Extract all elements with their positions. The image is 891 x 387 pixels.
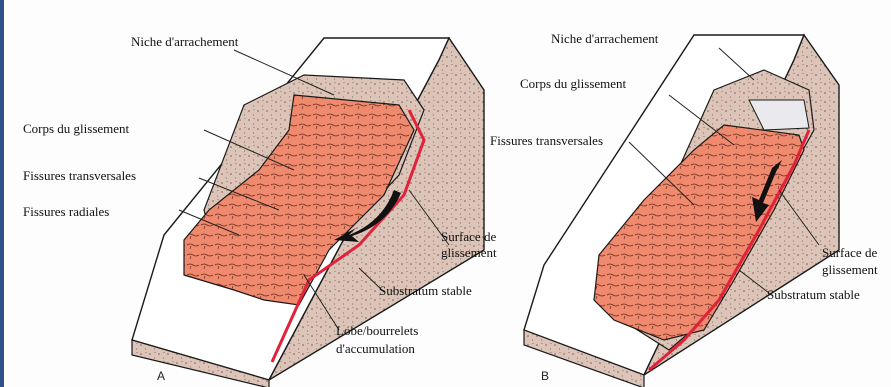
- panel-label-a: A: [157, 369, 165, 383]
- label-a-transverse-cracks: Fissures transversales: [23, 168, 136, 183]
- panel-label-b: B: [541, 369, 549, 383]
- label-a-slip-surface-line2: glissement: [441, 245, 497, 260]
- label-b-substratum: Substratum stable: [767, 287, 860, 302]
- label-a-toe-line1: Lobe/bourrelets: [336, 323, 418, 338]
- label-b-transverse-cracks: Fissures transversales: [490, 133, 603, 148]
- landslide-diagrams: [4, 0, 891, 387]
- label-b-slip-surface-line2: glissement: [822, 262, 878, 277]
- label-a-toe-line2: d'accumulation: [336, 341, 415, 356]
- label-a-substratum: Substratum stable: [379, 283, 472, 298]
- label-b-scarp: Niche d'arrachement: [551, 31, 658, 46]
- label-a-body: Corps du glissement: [23, 121, 129, 136]
- label-b-body: Corps du glissement: [520, 76, 626, 91]
- diagram-a-block: [132, 38, 484, 387]
- label-a-scarp: Niche d'arrachement: [131, 34, 238, 49]
- label-a-radial-cracks: Fissures radiales: [23, 204, 109, 219]
- label-b-slip-surface-line1: Surface de: [822, 245, 877, 260]
- label-a-slip-surface-line1: Surface de: [441, 229, 496, 244]
